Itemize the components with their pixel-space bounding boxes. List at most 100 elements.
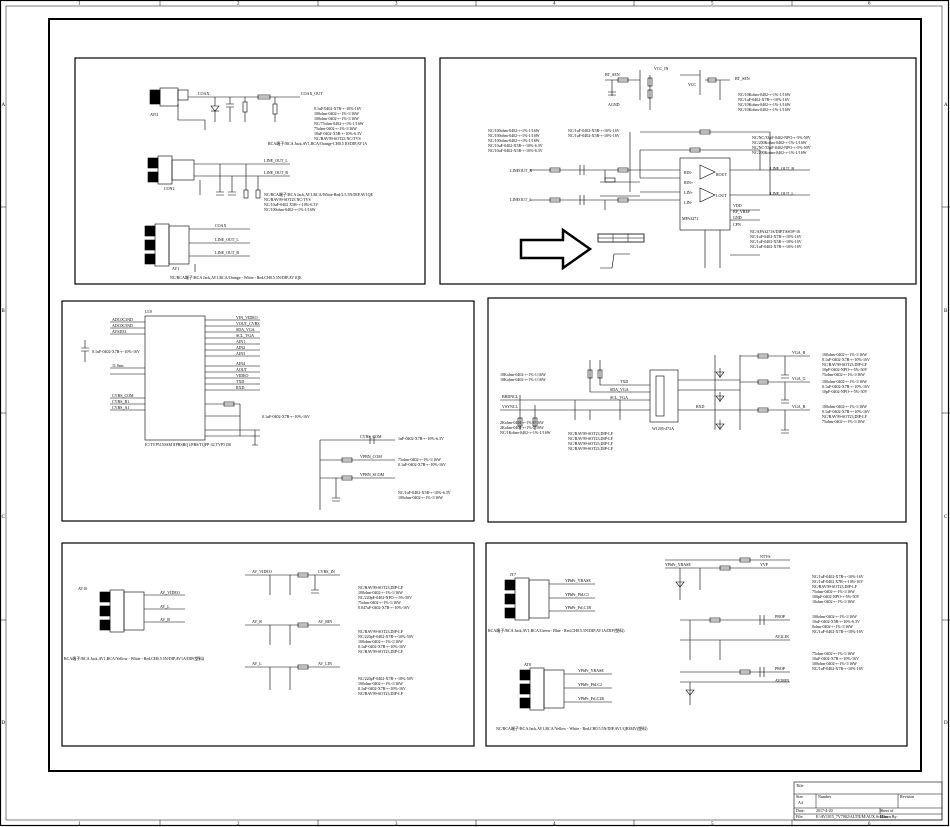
vga-b-note-0: 100ohm-0402-+-1%-1/16W [822, 404, 867, 409]
vga-mid-net-3: RXD [696, 404, 705, 409]
av-in-net-2: AV_R [252, 619, 262, 624]
vga-left-net-1: VSYNCL [502, 404, 519, 409]
amp-right-note-3: NC/10Kohm-0402-+-1%-1/16W [738, 107, 791, 112]
amp-pin-r-5: CPN [733, 222, 741, 227]
decoder-out-net-2: VPBN_SCOM [360, 472, 384, 477]
amp-note-4: NC/10uF-0402-X5R-+-10%-6.3V [488, 148, 543, 153]
ypbpr-net-3: PBOP [775, 614, 786, 619]
decoder-right-net-2: SDA_VGA [236, 327, 255, 332]
vga-ic-label: W1205-472A [652, 426, 674, 431]
amp-pin-l-2: LIN+ [684, 190, 694, 195]
tb-date-label: Date: [796, 808, 805, 813]
vga-left-net-0: BRDNCL [502, 394, 519, 399]
amp-note-0: NC/100ohm-0402-+-1%-1/16W [488, 128, 540, 133]
amp-top-net-3: VCC [688, 82, 697, 87]
av-in-notes1-2: NC/220pF-0402-NPO-+-5%-50V [358, 595, 412, 600]
decoder-net-label-3: CVBS_A1 [112, 405, 129, 410]
decoder-net-label-1: CVBS_COM [112, 393, 134, 398]
decoder-right-net-5: AIN2 [236, 345, 245, 350]
tb-revision-label: Revision [900, 794, 914, 799]
vga-labels: W1205-472A BRDNCL VSYNCL TXD SDA_VGA SCL… [500, 350, 870, 452]
ruler-right-d: D [944, 721, 948, 726]
av-in-notes1-1: 100ohm-0402-+-1%-1/16W [358, 590, 403, 595]
av-in-pin-0: AV_VIDEO [160, 590, 180, 595]
decoder-left-net-0: ADC0C3ND [112, 317, 133, 322]
tb-size-value: A4 [798, 800, 803, 805]
vga-left-note-4: NC/1Kohm-0402-+-1%-1/16W [500, 430, 551, 435]
amp-pin-l-1: RIN+ [684, 180, 694, 185]
ypbpr-net-1: YVP [760, 562, 769, 567]
decoder-right-net-10: TXD [236, 379, 244, 384]
ypbpr-notes1-4: 100pF-0402-NPO-+-5%-50V [812, 594, 859, 599]
ypbpr-pin2-2: YPbPr_PrLC2R [578, 696, 604, 701]
decoder-r-note-3: NC/1uF-0402-X5R-+-10%-6.3V [398, 490, 451, 495]
ypbpr-note2: NC/RCA端子/RCA Jack,AV1,RCA/Yellow - White… [496, 725, 648, 732]
av-in-net-1: CVBS_IN [318, 569, 335, 574]
ruler-top-3: 3 [395, 2, 398, 7]
ruler-bottom-4: 4 [553, 822, 556, 827]
vga-r-note-1: 0.1uF-0402-X7R-+-10%-16V [822, 357, 870, 362]
vga-r-note-3: 10pF-0402-NPO-+-5%-50V [822, 367, 867, 372]
ypbpr-circuit [504, 557, 790, 711]
ypbpr-notes1-5: 10ohm-0402-+-1%-1/16W [812, 599, 855, 604]
ypbpr-notes3-1: 10uF-0402-X7R-+-10%-16V [812, 656, 859, 661]
coax-net-out: COAX_OUT [301, 91, 323, 96]
vga-left-note-1: 10Kohm-0402-+-1%-1/16W [500, 377, 546, 382]
av-in-net-3: AV_RIN [318, 619, 332, 624]
amp-labels: BT_SEN VCC_IN AGND VCC BT_SEN NC/10Kohm-… [488, 66, 811, 249]
decoder-left-net-1: ADC0C5ND [112, 323, 133, 328]
amp-note-5: NC/1uF-0402-X5R-+-10%-16V [568, 128, 620, 133]
amp-pin-l-3: LIN- [684, 200, 693, 205]
decoder-right-net-7: AIN4 [236, 361, 245, 366]
ypbpr-net-0: NTVS [760, 554, 770, 559]
title-block [793, 781, 943, 821]
vga-mid-note-2: NC/BAV99-SOT23,DIP-LF [568, 441, 614, 447]
vga-left-note-3: 2Kohm-0402-+-1%-1/16W [500, 425, 544, 430]
amp-fb-note-1: NC/200Kohm-0402-+-1%-1/16W [752, 140, 807, 145]
decoder-foot-note: IC/TVP5150AM1IPBSRQ1/PBS/TQFP-32,TVP5150 [145, 442, 231, 448]
decoder-r-note-2: 0.1uF-0402-X7R-+-10%-16V [398, 462, 446, 467]
ypbpr-notes3-3: NC/1uF-0402-X7R-+-10%-16V [812, 666, 864, 671]
vga-mid-note-3: NC/BAV99-SOT23,DIP-LF [568, 446, 614, 452]
vga-mid-note-0: NC/BAV99-SOT23,DIP-LF [568, 431, 614, 437]
vga-r-note-7: 10pF-0402-NPO-+-5%-50V [822, 389, 867, 394]
av-in-notes1-3: 75ohm-0402-+-1%-1/16W [358, 600, 401, 605]
vga-mid-net-1: SDA_VGA [610, 387, 629, 392]
line-jack-label: CON2 [164, 186, 174, 191]
tb-number-label: Number [818, 794, 832, 799]
line-note-0: NC/RCA端子/RCA Jack,AV1,RCA/White-Red/2.5.… [264, 191, 374, 198]
amp-pin-r-0: ROUT [716, 172, 727, 177]
vga-r-note-2: NC/BAV99-SOT23,DIP-LF [822, 362, 868, 368]
vga-left-note-2: 2Kohm-0402-+-1%-1/16W [500, 420, 544, 425]
ypbpr-notes2-2: 0ohm-0402-+-1%-1/16W [812, 624, 853, 629]
decoder-right-net-8: AOUT [236, 367, 248, 372]
coax-note-3: NC/75ohm-0402-+-1%-1/16W [314, 121, 364, 126]
panel-vga [487, 297, 907, 523]
ypbpr-pin2-0: YPbPr_YBASE [578, 668, 604, 673]
coax-note-5: 10uF-0402-X5R-+-10%-6.3V [314, 131, 362, 136]
ypbpr-notes1-2: NC/BAV99-SOT23,DIP-LF [812, 584, 858, 590]
ypbpr-pin1-1: YPbPr_PbLC1 [565, 592, 589, 597]
ruler-left-c: C [2, 515, 6, 520]
av-in-net-5: AV_LIN [318, 661, 332, 666]
line-note-3: NC/100ohm-0402-+-1%-1/16W [264, 207, 316, 212]
coax-note-0: 0.1uF/0402-X7R-+-10%-16V [314, 106, 362, 111]
ruler-left-a: A [2, 103, 6, 108]
amp-fb-note-0: NC/NC/33pF-0402-NPO-+-5%-50V [752, 135, 811, 140]
vga-b-note-1: 0.1uF-0402-X7R-+-10%-16V [822, 409, 870, 414]
vga-b-note-3: 75ohm-0402-+-1%-1/16W [822, 419, 865, 424]
decoder-labels: U10 ADC0C3ND ADC0C5ND AVSD33 0.1uF-0402-… [92, 309, 451, 500]
ypbpr-notes2-1: 10uF-0402-X5R-+-10%-6.3V [812, 619, 860, 624]
av-in-pin-2: AV_R [160, 617, 170, 622]
ypbpr-pin1-2: YPbPr_PrLC1R [565, 605, 591, 610]
coax-jack-label: AVI1 [150, 112, 159, 117]
amp-right-note-0: NC/10Kohm-0402-+-1%-1/16W [738, 92, 791, 97]
av-in-circuit [99, 572, 340, 690]
tb-size-label: Size [796, 794, 803, 799]
ypbpr-notes3-2: 100ohm-0402-+-1%-1/16W [812, 661, 857, 666]
vga-circuit [500, 353, 810, 434]
line-note-2: NC/10uF-0402 X5R-+-10%-6.3V [264, 202, 318, 207]
amp-out-l: LINE_OUT_L [770, 191, 794, 196]
av-in-labels: AV10 AV_VIDEO AV_L AV_R RCA端子/RCA Jack,A… [64, 569, 414, 697]
decoder-r-note-4: 100ohm-0402-+-1%-1/16W [398, 495, 443, 500]
